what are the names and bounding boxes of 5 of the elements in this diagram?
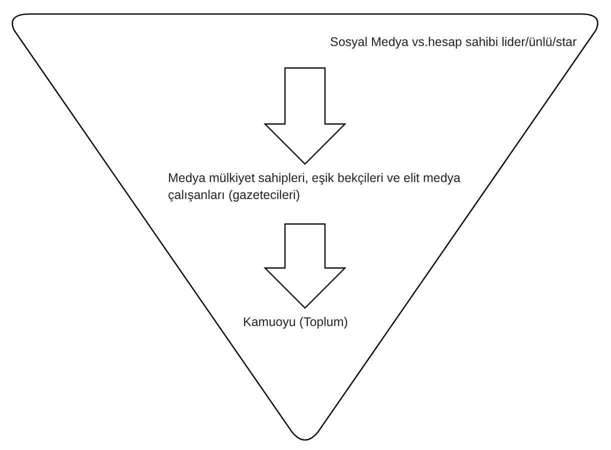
node-text: Sosyal Medya vs.hesap sahibi lider/ünlü/star — [330, 34, 578, 51]
node-text: Kamuoyu (Toplum) — [243, 314, 349, 331]
block-arrow — [264, 223, 346, 309]
node-text: Medya mülkiyet sahipleri, eşik bekçileri ve elit medya çalışanları (gazetecileri) — [168, 170, 462, 204]
block-arrow — [264, 67, 346, 165]
